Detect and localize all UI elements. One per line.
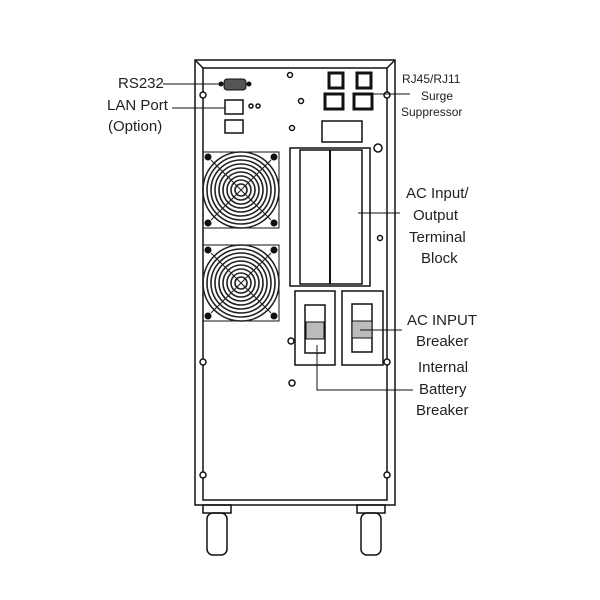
label-rs232: RS232 — [118, 75, 164, 92]
fan-2 — [202, 244, 280, 322]
rj45-ports — [323, 71, 374, 111]
label-terminal: Terminal — [409, 229, 466, 246]
slot-cover — [321, 120, 363, 143]
terminal-block — [289, 147, 371, 287]
label-rj45: RJ45/RJ11 — [402, 72, 461, 86]
caster-wheels — [202, 504, 386, 556]
label-lan-option: (Option) — [108, 118, 162, 135]
rs232-port — [218, 78, 252, 91]
cooling-fans — [202, 151, 280, 322]
label-block: Block — [421, 250, 458, 267]
label-surge: Surge — [421, 89, 453, 103]
label-ac-breaker: Breaker — [416, 333, 469, 350]
lan-port-slot — [224, 99, 261, 134]
label-ac-io: AC Input/ — [406, 185, 469, 202]
fan-1 — [202, 151, 280, 229]
label-lan-port: LAN Port — [107, 97, 169, 114]
ac-input-breaker — [341, 290, 384, 366]
labels: RS232 LAN Port (Option) RJ45/RJ11 Surge … — [107, 72, 477, 419]
callout-lines — [163, 83, 413, 391]
label-battery-breaker: Breaker — [416, 402, 469, 419]
label-suppressor: Suppressor — [401, 105, 462, 119]
label-ac-input: AC INPUT — [407, 312, 477, 329]
label-internal: Internal — [418, 359, 468, 376]
label-battery: Battery — [419, 381, 467, 398]
label-output: Output — [413, 207, 459, 224]
screws — [199, 71, 391, 479]
battery-breaker — [294, 290, 336, 366]
